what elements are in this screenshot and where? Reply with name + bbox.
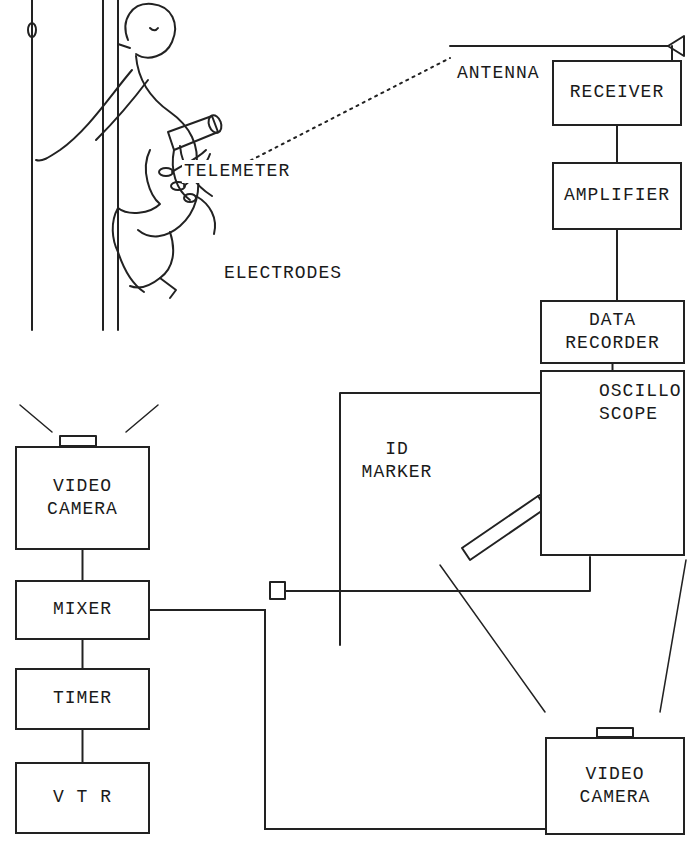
antenna-symbol bbox=[450, 36, 684, 60]
receiver-box: RECEIVER bbox=[552, 60, 682, 126]
timer-box: TIMER bbox=[15, 668, 150, 730]
connector-line bbox=[82, 550, 83, 580]
electrodes-label: ELECTRODES bbox=[222, 262, 344, 285]
climbing-pole bbox=[28, 0, 118, 330]
node-text: OSCILLO SCOPE bbox=[599, 380, 679, 427]
id-marker-label: ID MARKER bbox=[350, 438, 444, 485]
camera-nub bbox=[60, 436, 96, 446]
oscilloscope-box: OSCILLO SCOPE bbox=[540, 370, 685, 556]
node-text: VIDEO CAMERA bbox=[570, 763, 660, 810]
telemeter-device bbox=[168, 113, 224, 200]
data-recorder-box: DATA RECORDER bbox=[540, 300, 685, 364]
connector-line bbox=[617, 126, 618, 162]
telemetry-link bbox=[232, 58, 450, 170]
monkey-figure bbox=[36, 4, 215, 298]
node-text: MIXER bbox=[53, 598, 112, 621]
connector-line bbox=[617, 230, 618, 300]
node-text: VIDEO CAMERA bbox=[38, 475, 128, 522]
node-text: AMPLIFIER bbox=[564, 184, 670, 207]
video-camera-box: VIDEO CAMERA bbox=[15, 446, 150, 550]
connector-line bbox=[82, 640, 83, 668]
amplifier-box: AMPLIFIER bbox=[552, 162, 682, 230]
node-text: RECEIVER bbox=[570, 81, 664, 104]
node-text: DATA RECORDER bbox=[563, 309, 663, 356]
vtr-box: V T R bbox=[15, 762, 150, 834]
connector-line bbox=[82, 730, 83, 762]
node-text: TIMER bbox=[53, 687, 112, 710]
node-text: V T R bbox=[53, 786, 112, 809]
video-camera-box: VIDEO CAMERA bbox=[545, 737, 685, 835]
connector-line bbox=[150, 610, 545, 829]
telemeter-label: TELEMETER bbox=[182, 160, 292, 183]
mixer-box: MIXER bbox=[15, 580, 150, 640]
antenna-label: ANTENNA bbox=[455, 62, 542, 85]
camera-nub bbox=[597, 728, 633, 737]
